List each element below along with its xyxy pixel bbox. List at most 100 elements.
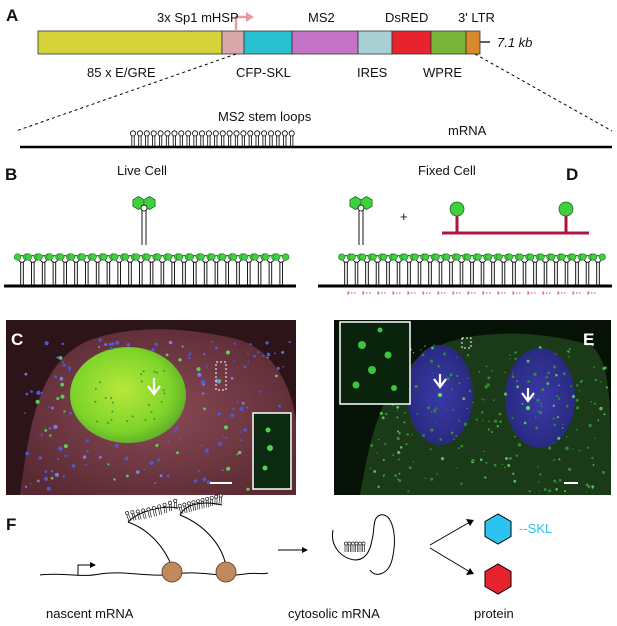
punctum xyxy=(462,397,466,401)
stem-loop-head xyxy=(205,130,212,137)
punctum xyxy=(110,342,115,346)
punctum xyxy=(424,345,426,347)
punctum xyxy=(68,366,71,370)
punctum xyxy=(223,425,229,430)
punctum xyxy=(203,407,207,411)
stem-line xyxy=(133,513,137,521)
stem-loop-head xyxy=(218,493,223,498)
punctum xyxy=(376,452,378,454)
label-egre: 85 x E/GRE xyxy=(87,65,156,80)
mcp-gfp xyxy=(175,253,184,261)
punctum xyxy=(68,368,71,372)
punctum xyxy=(479,458,483,462)
punctum xyxy=(575,398,579,402)
label-ms2: MS2 xyxy=(308,10,335,25)
mcp-gfp xyxy=(229,253,238,261)
punctum xyxy=(396,405,400,409)
punctum xyxy=(24,412,26,414)
skl-label: --SKL xyxy=(519,521,552,536)
stem-line xyxy=(194,503,196,511)
stem-loop xyxy=(130,510,137,521)
punctum xyxy=(456,356,458,359)
panel-label-d: D xyxy=(566,165,578,184)
punctum xyxy=(511,417,514,420)
stem-loop xyxy=(136,130,143,147)
stem-loop-head xyxy=(351,541,355,546)
inset-e-spot xyxy=(358,341,366,349)
punctum xyxy=(593,366,595,369)
punctum xyxy=(385,412,388,416)
punctum xyxy=(107,463,110,466)
punctum xyxy=(435,407,438,410)
punctum xyxy=(64,454,67,458)
punctum xyxy=(591,485,595,488)
stem-loop-head xyxy=(240,130,247,137)
stem-loop xyxy=(274,130,281,147)
punctum xyxy=(538,481,540,483)
mcp-gfp xyxy=(516,253,524,261)
punctum xyxy=(568,351,570,353)
punctum xyxy=(85,463,87,466)
punctum xyxy=(225,436,228,439)
punctum xyxy=(40,433,43,436)
stem-line xyxy=(170,504,173,512)
punctum xyxy=(509,354,511,356)
stem-loop-head xyxy=(261,130,268,137)
stem-loop xyxy=(192,130,199,147)
punctum xyxy=(586,446,589,449)
punctum xyxy=(392,454,395,457)
punctum xyxy=(432,372,434,374)
punctum xyxy=(546,382,550,385)
punctum xyxy=(536,398,540,402)
punctum xyxy=(108,342,112,346)
punctum xyxy=(62,363,66,367)
punctum xyxy=(53,424,58,429)
stem-loop xyxy=(162,502,168,514)
punctum xyxy=(396,409,398,412)
punctum xyxy=(498,412,502,416)
stem-loop-head xyxy=(200,498,205,502)
punctum xyxy=(585,483,589,487)
punctum xyxy=(493,399,495,401)
mcp-gfp xyxy=(89,253,97,261)
stem-loop-head xyxy=(358,541,362,546)
inset-e-spot xyxy=(384,351,392,359)
inset-e xyxy=(339,321,411,405)
inset-c-spot xyxy=(267,445,273,451)
stem-loop xyxy=(177,503,184,515)
punctum xyxy=(57,458,59,460)
punctum xyxy=(173,430,177,433)
punctum xyxy=(202,477,207,482)
dsred-protein xyxy=(484,563,512,595)
inset-e-spot xyxy=(377,327,383,333)
stem-loop-bound xyxy=(100,253,117,286)
punctum xyxy=(556,395,558,397)
stem-loop-head xyxy=(226,130,233,137)
punctum xyxy=(578,449,581,452)
punctum xyxy=(246,487,250,491)
punctum xyxy=(568,348,571,351)
construct-size: 7.1 kb xyxy=(497,35,532,50)
stem-loop-head xyxy=(141,508,146,513)
punctum xyxy=(553,442,555,444)
label-ires: IRES xyxy=(357,65,388,80)
punctum xyxy=(484,476,487,479)
mcp-gfp xyxy=(380,253,388,261)
punctum xyxy=(466,407,468,409)
punctum xyxy=(126,343,131,347)
punctum xyxy=(226,466,231,471)
stem-line xyxy=(174,502,176,510)
punctum xyxy=(555,488,558,491)
stem-line xyxy=(154,509,157,517)
punctum xyxy=(200,444,203,447)
punctum xyxy=(396,436,400,441)
punctum xyxy=(154,342,158,347)
punctum xyxy=(537,466,539,468)
stem-loop xyxy=(347,541,352,552)
segment-sp1 xyxy=(221,30,245,55)
stem-loop-bound xyxy=(273,253,290,286)
punctum xyxy=(445,408,448,411)
punctum xyxy=(58,356,63,360)
stem-loop-head xyxy=(361,541,366,546)
punctum xyxy=(176,451,179,455)
